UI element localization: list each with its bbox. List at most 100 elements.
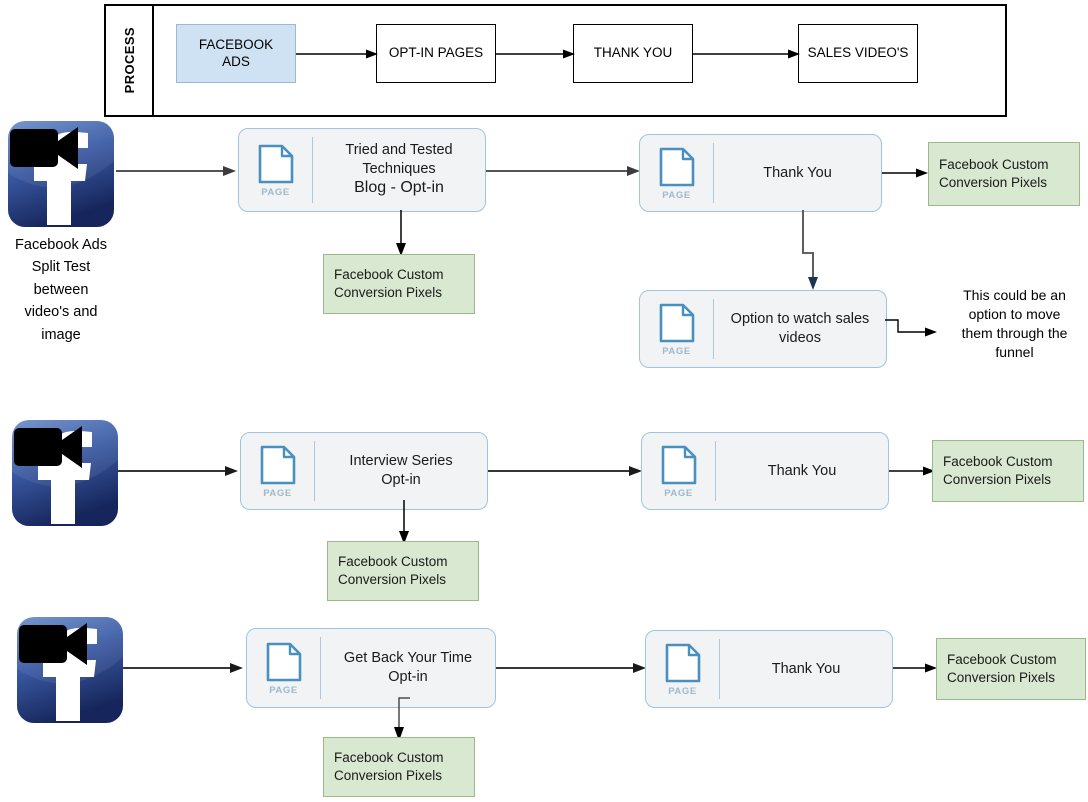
pixels-line-1: Facebook Custom [334,266,444,282]
facebook-logo-icon [12,420,118,526]
page-box-row3-optin-title: Get Back Your Time Opt-in [321,629,495,707]
facebook-logo-row-3[interactable] [17,617,123,723]
pixels-line-1: Facebook Custom [338,553,448,569]
connector-row1-branch-to-note [885,308,941,348]
facebook-logo-row-2[interactable] [12,420,118,526]
page-document-icon [661,445,696,484]
swimlane-label-text: PROCESS [121,27,137,94]
note-line-2: option to move [968,305,1061,322]
page-icon-column: PAGE [239,137,313,203]
connector-fb3-to-optin3 [123,660,245,676]
page-icon-label: PAGE [263,487,292,499]
page-document-icon [266,642,301,681]
caption-line-5: image [41,326,81,343]
connector-row1-optin-to-thankyou [486,163,642,179]
page-document-icon [659,147,694,186]
page-box-row3-thankyou-title: Thank You [771,660,841,677]
green-box-row2-optin-pixels[interactable]: Facebook Custom Conversion Pixels [327,541,479,601]
connector-fb2-to-optin2 [118,463,240,479]
row1-branch-line1: Option to watch sales [730,311,870,328]
page-document-icon [665,643,700,682]
pixels-line-1: Facebook Custom [334,749,444,765]
page-icon-label: PAGE [269,684,298,696]
caption-line-2: Split Test [31,259,91,276]
connector-row1-thankyou-to-pixels [882,165,930,181]
page-icon-label: PAGE [668,685,697,697]
green-box-row1-optin-pixels[interactable]: Facebook Custom Conversion Pixels [323,254,475,314]
green-box-row3-thankyou-pixels[interactable]: Facebook Custom Conversion Pixels [936,638,1086,700]
connector-row3-optin-to-thankyou [496,660,648,676]
page-icon-label: PAGE [664,487,693,499]
connector-optin-to-thankyou [496,44,578,64]
pixels-line-2: Conversion Pixels [334,768,443,783]
page-document-icon [659,303,694,342]
page-box-row3-thankyou[interactable]: PAGE Thank You [645,630,893,708]
connector-row1-optin-to-pixels [392,210,410,258]
facebook-ads-caption: Facebook Ads Split Test between video's … [0,234,122,346]
pixels-line-1: Facebook Custom [947,651,1057,667]
swimlane-label: PROCESS [106,6,154,115]
connector-row3-thankyou-to-pixels [893,660,939,676]
process-step-thank-you-label: THANK YOU [593,45,673,61]
page-icon-column: PAGE [642,441,716,501]
pixels-line-2: Conversion Pixels [334,285,443,300]
row1-optin-line3: Blog - Opt-in [354,179,444,197]
row1-branch-line2: videos [779,330,821,346]
row1-optin-line1: Tried and Tested [345,142,453,159]
page-icon-label: PAGE [662,189,691,201]
process-step-facebook-ads-line1: FACEBOOK [198,36,274,52]
page-box-row2-optin[interactable]: PAGE Interview Series Opt-in [240,432,488,510]
page-box-row2-thankyou[interactable]: PAGE Thank You [641,432,889,510]
green-box-row1-thankyou-pixels[interactable]: Facebook Custom Conversion Pixels [928,142,1080,206]
facebook-logo-row-1[interactable] [8,121,114,227]
process-step-optin-pages-label: OPT-IN PAGES [388,45,484,61]
note-line-4: funnel [995,343,1034,360]
page-box-row2-optin-title: Interview Series Opt-in [315,433,487,509]
pixels-line-2: Conversion Pixels [943,472,1052,487]
pixels-line-1: Facebook Custom [943,453,1053,469]
page-icon-column: PAGE [646,639,720,699]
connector-fb1-to-optin1 [116,163,238,179]
process-step-thank-you[interactable]: THANK YOU [573,24,693,83]
page-icon-label: PAGE [662,345,691,357]
facebook-logo-icon [8,121,114,227]
connector-row1-thankyou-to-branch [790,210,824,292]
row3-optin-line2: Opt-in [388,669,428,685]
process-step-optin-pages[interactable]: OPT-IN PAGES [376,24,496,83]
caption-line-3: between [33,281,89,298]
pixels-line-2: Conversion Pixels [338,572,447,587]
pixels-line-2: Conversion Pixels [939,175,1048,190]
video-camera-icon [10,127,78,169]
video-camera-icon [19,623,87,665]
page-box-row1-thankyou-title: Thank You [763,164,832,181]
page-box-row1-branch[interactable]: PAGE Option to watch sales videos [639,290,887,368]
page-icon-column: PAGE [241,441,315,501]
caption-line-1: Facebook Ads [15,237,107,253]
connector-row2-thankyou-to-pixels [889,463,937,479]
page-document-icon [258,144,293,183]
page-icon-column: PAGE [640,299,714,359]
pixels-line-2: Conversion Pixels [947,670,1056,685]
process-step-sales-videos-label: SALES VIDEO'S [807,45,909,61]
connector-row2-optin-to-thankyou [488,463,644,479]
connector-thankyou-to-sales [693,44,803,64]
page-box-row2-thankyou-title: Thank You [767,462,837,479]
note-line-3: them through the [961,324,1068,341]
green-box-row2-thankyou-pixels[interactable]: Facebook Custom Conversion Pixels [932,440,1084,502]
page-box-row1-branch-title: Option to watch sales videos [714,291,886,367]
page-icon-column: PAGE [247,637,321,699]
process-step-facebook-ads[interactable]: FACEBOOK ADS [176,24,296,83]
page-icon-label: PAGE [261,186,290,198]
process-step-sales-videos[interactable]: SALES VIDEO'S [798,24,918,83]
page-box-row1-optin-title: Tried and Tested Techniques Blog - Opt-i… [313,129,485,211]
page-icon-column: PAGE [640,143,714,203]
row1-optin-line2: Techniques [362,160,436,177]
page-box-row1-optin[interactable]: PAGE Tried and Tested Techniques Blog - … [238,128,486,212]
page-document-icon [260,445,295,484]
page-box-row3-optin[interactable]: PAGE Get Back Your Time Opt-in [246,628,496,708]
note-line-1: This could be an [963,287,1066,303]
green-box-row3-optin-pixels[interactable]: Facebook Custom Conversion Pixels [323,737,475,797]
process-step-facebook-ads-line2: ADS [222,53,250,69]
page-box-row1-thankyou[interactable]: PAGE Thank You [639,134,882,212]
